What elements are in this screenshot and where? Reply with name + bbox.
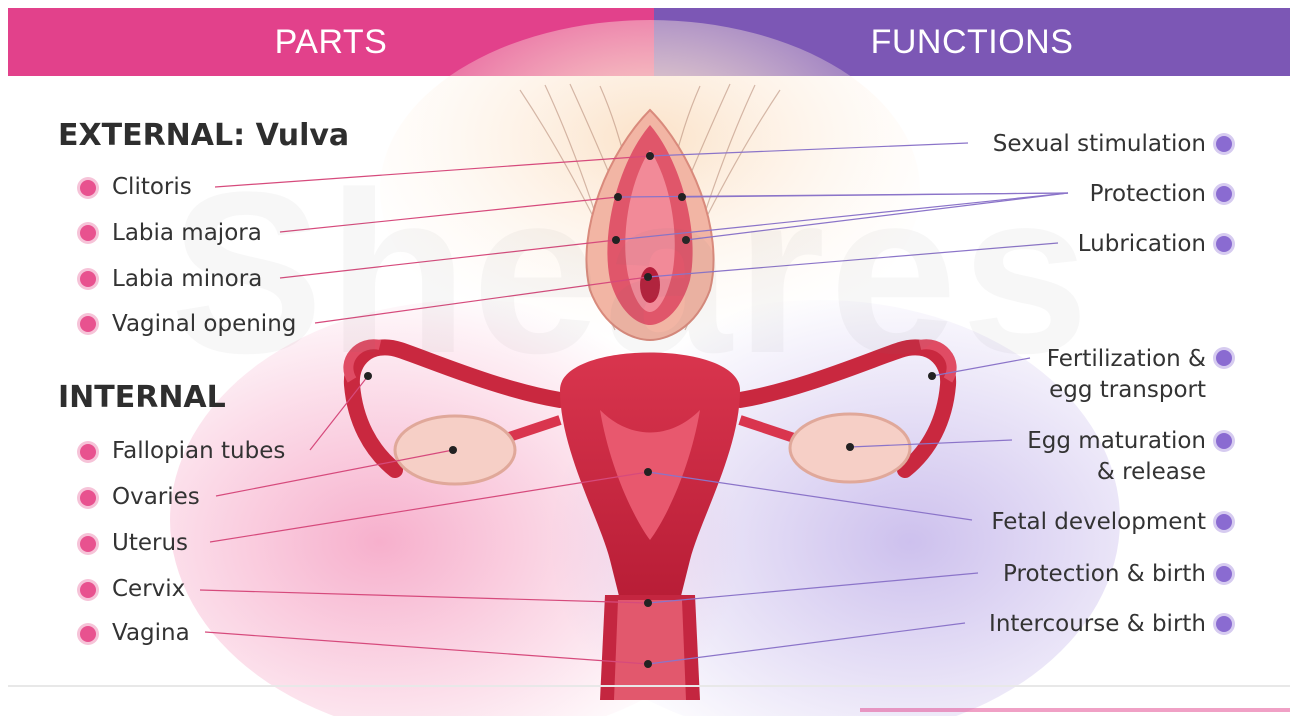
function-sexual-stimulation: Sexual stimulation [993, 130, 1206, 158]
function-lubrication: Lubrication [1078, 230, 1206, 258]
function-release: & release [1097, 458, 1206, 486]
part-fallopian-tubes: Fallopian tubes [112, 437, 285, 465]
function-intercourse-birth: Intercourse & birth [989, 610, 1206, 638]
part-labia-minora: Labia minora [112, 265, 262, 293]
bullet-dot [80, 225, 96, 241]
bullet-dot [1216, 616, 1232, 632]
bullet-dot [1216, 350, 1232, 366]
function-protection: Protection [1090, 180, 1206, 208]
part-vaginal-opening: Vaginal opening [112, 310, 296, 338]
bullet-dot [1216, 136, 1232, 152]
bullet-dot [1216, 433, 1232, 449]
function-egg-transport: egg transport [1049, 376, 1206, 404]
bullet-dot [80, 536, 96, 552]
bullet-dot [1216, 236, 1232, 252]
bottom-accent [860, 708, 1290, 712]
bullet-dot [80, 316, 96, 332]
part-labia-majora: Labia majora [112, 219, 262, 247]
bullet-dot [1216, 514, 1232, 530]
function-fetal-development: Fetal development [991, 508, 1206, 536]
external-heading-prefix: EXTERNAL: [58, 118, 245, 153]
function-egg-maturation: Egg maturation [1027, 427, 1206, 455]
bullet-dot [80, 180, 96, 196]
watermark: Sheares [170, 140, 1093, 405]
internal-heading: INTERNAL [58, 380, 226, 415]
bullet-dot [1216, 186, 1232, 202]
part-vagina: Vagina [112, 619, 190, 647]
part-clitoris: Clitoris [112, 173, 192, 201]
bullet-dot [80, 490, 96, 506]
part-uterus: Uterus [112, 529, 188, 557]
function-protection-birth: Protection & birth [1003, 560, 1206, 588]
part-cervix: Cervix [112, 575, 185, 603]
part-ovaries: Ovaries [112, 483, 200, 511]
external-heading-suffix: Vulva [256, 118, 350, 153]
bullet-dot [80, 582, 96, 598]
function-fertilization: Fertilization & [1047, 345, 1206, 373]
external-heading: EXTERNAL: Vulva [58, 118, 349, 153]
bullet-dot [80, 444, 96, 460]
bullet-dot [80, 271, 96, 287]
bullet-dot [1216, 566, 1232, 582]
bullet-dot [80, 626, 96, 642]
